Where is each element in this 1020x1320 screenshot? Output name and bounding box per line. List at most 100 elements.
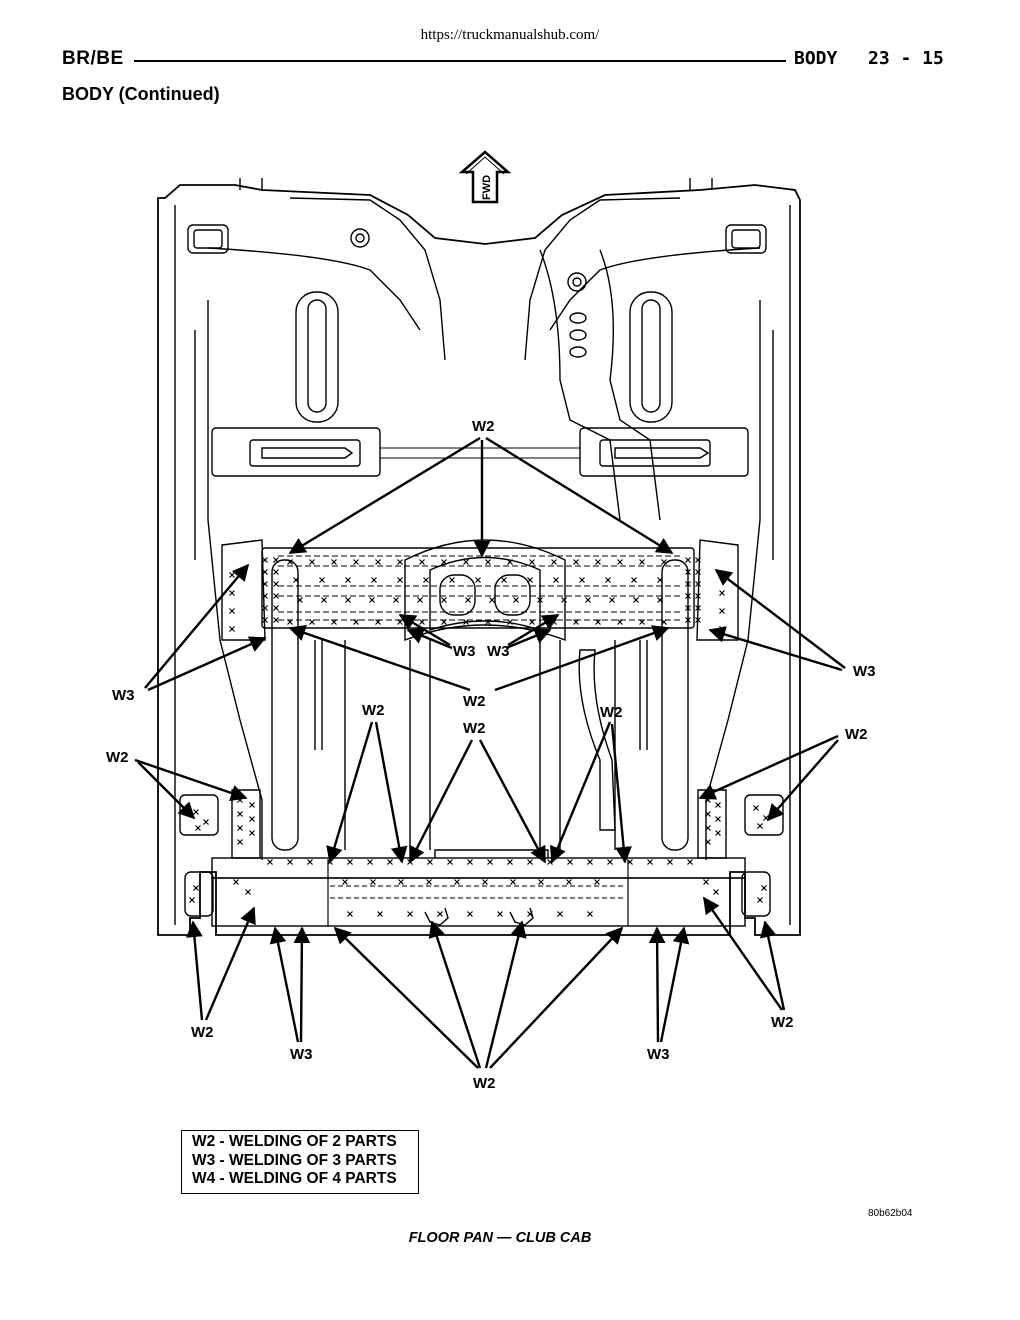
weld-mark bbox=[331, 559, 337, 565]
weld-mark bbox=[561, 597, 567, 603]
weld-mark bbox=[753, 805, 759, 811]
weld-mark bbox=[273, 569, 279, 575]
weld-mark bbox=[617, 559, 623, 565]
weld-mark bbox=[375, 559, 381, 565]
weld-mark bbox=[397, 559, 403, 565]
weld-mark bbox=[719, 608, 725, 614]
source-url[interactable]: https://truckmanualshub.com/ bbox=[420, 27, 600, 43]
weld-mark bbox=[705, 811, 711, 817]
weld-mark bbox=[489, 597, 495, 603]
leader-arrows bbox=[134, 436, 846, 1069]
weld-legend: W2 - WELDING OF 2 PARTS W3 - WELDING OF … bbox=[181, 1130, 419, 1194]
figure-caption: FLOOR PAN — CLUB CAB bbox=[408, 1230, 592, 1246]
weld-mark bbox=[685, 605, 691, 611]
weld-mark bbox=[233, 879, 239, 885]
weld-mark bbox=[307, 859, 313, 865]
weld-mark bbox=[639, 619, 645, 625]
fwd-label: FWD bbox=[481, 175, 493, 200]
weld-mark bbox=[715, 802, 721, 808]
weld-mark bbox=[345, 597, 351, 603]
header-section: BODY bbox=[794, 48, 838, 69]
weld-mark bbox=[587, 911, 593, 917]
weld-mark bbox=[454, 879, 460, 885]
weld-mark bbox=[719, 590, 725, 596]
weld-mark bbox=[463, 559, 469, 565]
weld-mark bbox=[557, 911, 563, 917]
weld-mark bbox=[353, 559, 359, 565]
weld-mark bbox=[713, 889, 719, 895]
weld-mark bbox=[757, 897, 763, 903]
weld-mark bbox=[695, 617, 701, 623]
section-title: BODY (Continued) bbox=[62, 84, 220, 104]
label-w3-right: W3 bbox=[853, 663, 876, 680]
label-w3-bottom-right: W3 bbox=[647, 1046, 670, 1063]
weld-mark bbox=[705, 825, 711, 831]
weld-mark bbox=[249, 802, 255, 808]
label-w2-rail-left: W2 bbox=[362, 702, 385, 719]
weld-mark bbox=[467, 911, 473, 917]
weld-mark bbox=[527, 577, 533, 583]
weld-mark bbox=[321, 597, 327, 603]
weld-mark bbox=[249, 830, 255, 836]
weld-mark bbox=[463, 619, 469, 625]
weld-mark bbox=[529, 619, 535, 625]
weld-mark bbox=[695, 569, 701, 575]
weld-mark bbox=[377, 911, 383, 917]
weld-mark bbox=[441, 559, 447, 565]
weld-mark bbox=[195, 825, 201, 831]
weld-mark bbox=[761, 885, 767, 891]
weld-mark bbox=[387, 859, 393, 865]
weld-mark bbox=[617, 619, 623, 625]
weld-mark bbox=[189, 897, 195, 903]
header-model: BR/BE bbox=[62, 48, 124, 69]
weld-mark bbox=[441, 597, 447, 603]
weld-mark bbox=[527, 859, 533, 865]
weld-mark bbox=[579, 577, 585, 583]
weld-mark bbox=[293, 577, 299, 583]
weld-mark bbox=[695, 593, 701, 599]
weld-mark bbox=[353, 619, 359, 625]
weld-mark bbox=[331, 619, 337, 625]
weld-mark bbox=[567, 859, 573, 865]
weld-mark bbox=[695, 557, 701, 563]
weld-mark bbox=[309, 619, 315, 625]
label-w2-bottom-right: W2 bbox=[771, 1014, 794, 1031]
weld-mark bbox=[695, 605, 701, 611]
weld-mark bbox=[687, 859, 693, 865]
weld-mark bbox=[685, 593, 691, 599]
weld-mark bbox=[262, 605, 268, 611]
weld-mark bbox=[587, 859, 593, 865]
weld-mark bbox=[370, 879, 376, 885]
weld-mark bbox=[657, 577, 663, 583]
weld-mark bbox=[487, 859, 493, 865]
weld-mark bbox=[426, 879, 432, 885]
weld-mark bbox=[437, 911, 443, 917]
weld-mark bbox=[695, 581, 701, 587]
weld-mark bbox=[297, 597, 303, 603]
weld-mark bbox=[237, 839, 243, 845]
weld-mark bbox=[566, 879, 572, 885]
weld-mark bbox=[423, 577, 429, 583]
label-w2-bottom-left: W2 bbox=[191, 1024, 214, 1041]
floor-pan-outline bbox=[157, 178, 801, 936]
label-w2-left-mid: W2 bbox=[106, 749, 129, 766]
header-page-number: 23 - 15 bbox=[868, 48, 944, 69]
weld-mark bbox=[594, 879, 600, 885]
weld-mark bbox=[375, 619, 381, 625]
weld-mark bbox=[757, 823, 763, 829]
weld-mark bbox=[287, 559, 293, 565]
weld-mark bbox=[607, 859, 613, 865]
weld-mark bbox=[262, 581, 268, 587]
weld-mark bbox=[510, 879, 516, 885]
weld-mark bbox=[273, 581, 279, 587]
label-w2-center: W2 bbox=[463, 693, 486, 710]
weld-mark bbox=[347, 859, 353, 865]
weld-mark bbox=[273, 605, 279, 611]
weld-mark bbox=[585, 597, 591, 603]
weld-mark bbox=[467, 859, 473, 865]
weld-mark bbox=[527, 911, 533, 917]
weld-mark bbox=[685, 569, 691, 575]
weld-mark bbox=[661, 619, 667, 625]
weld-marks bbox=[189, 557, 769, 917]
weld-mark bbox=[393, 597, 399, 603]
